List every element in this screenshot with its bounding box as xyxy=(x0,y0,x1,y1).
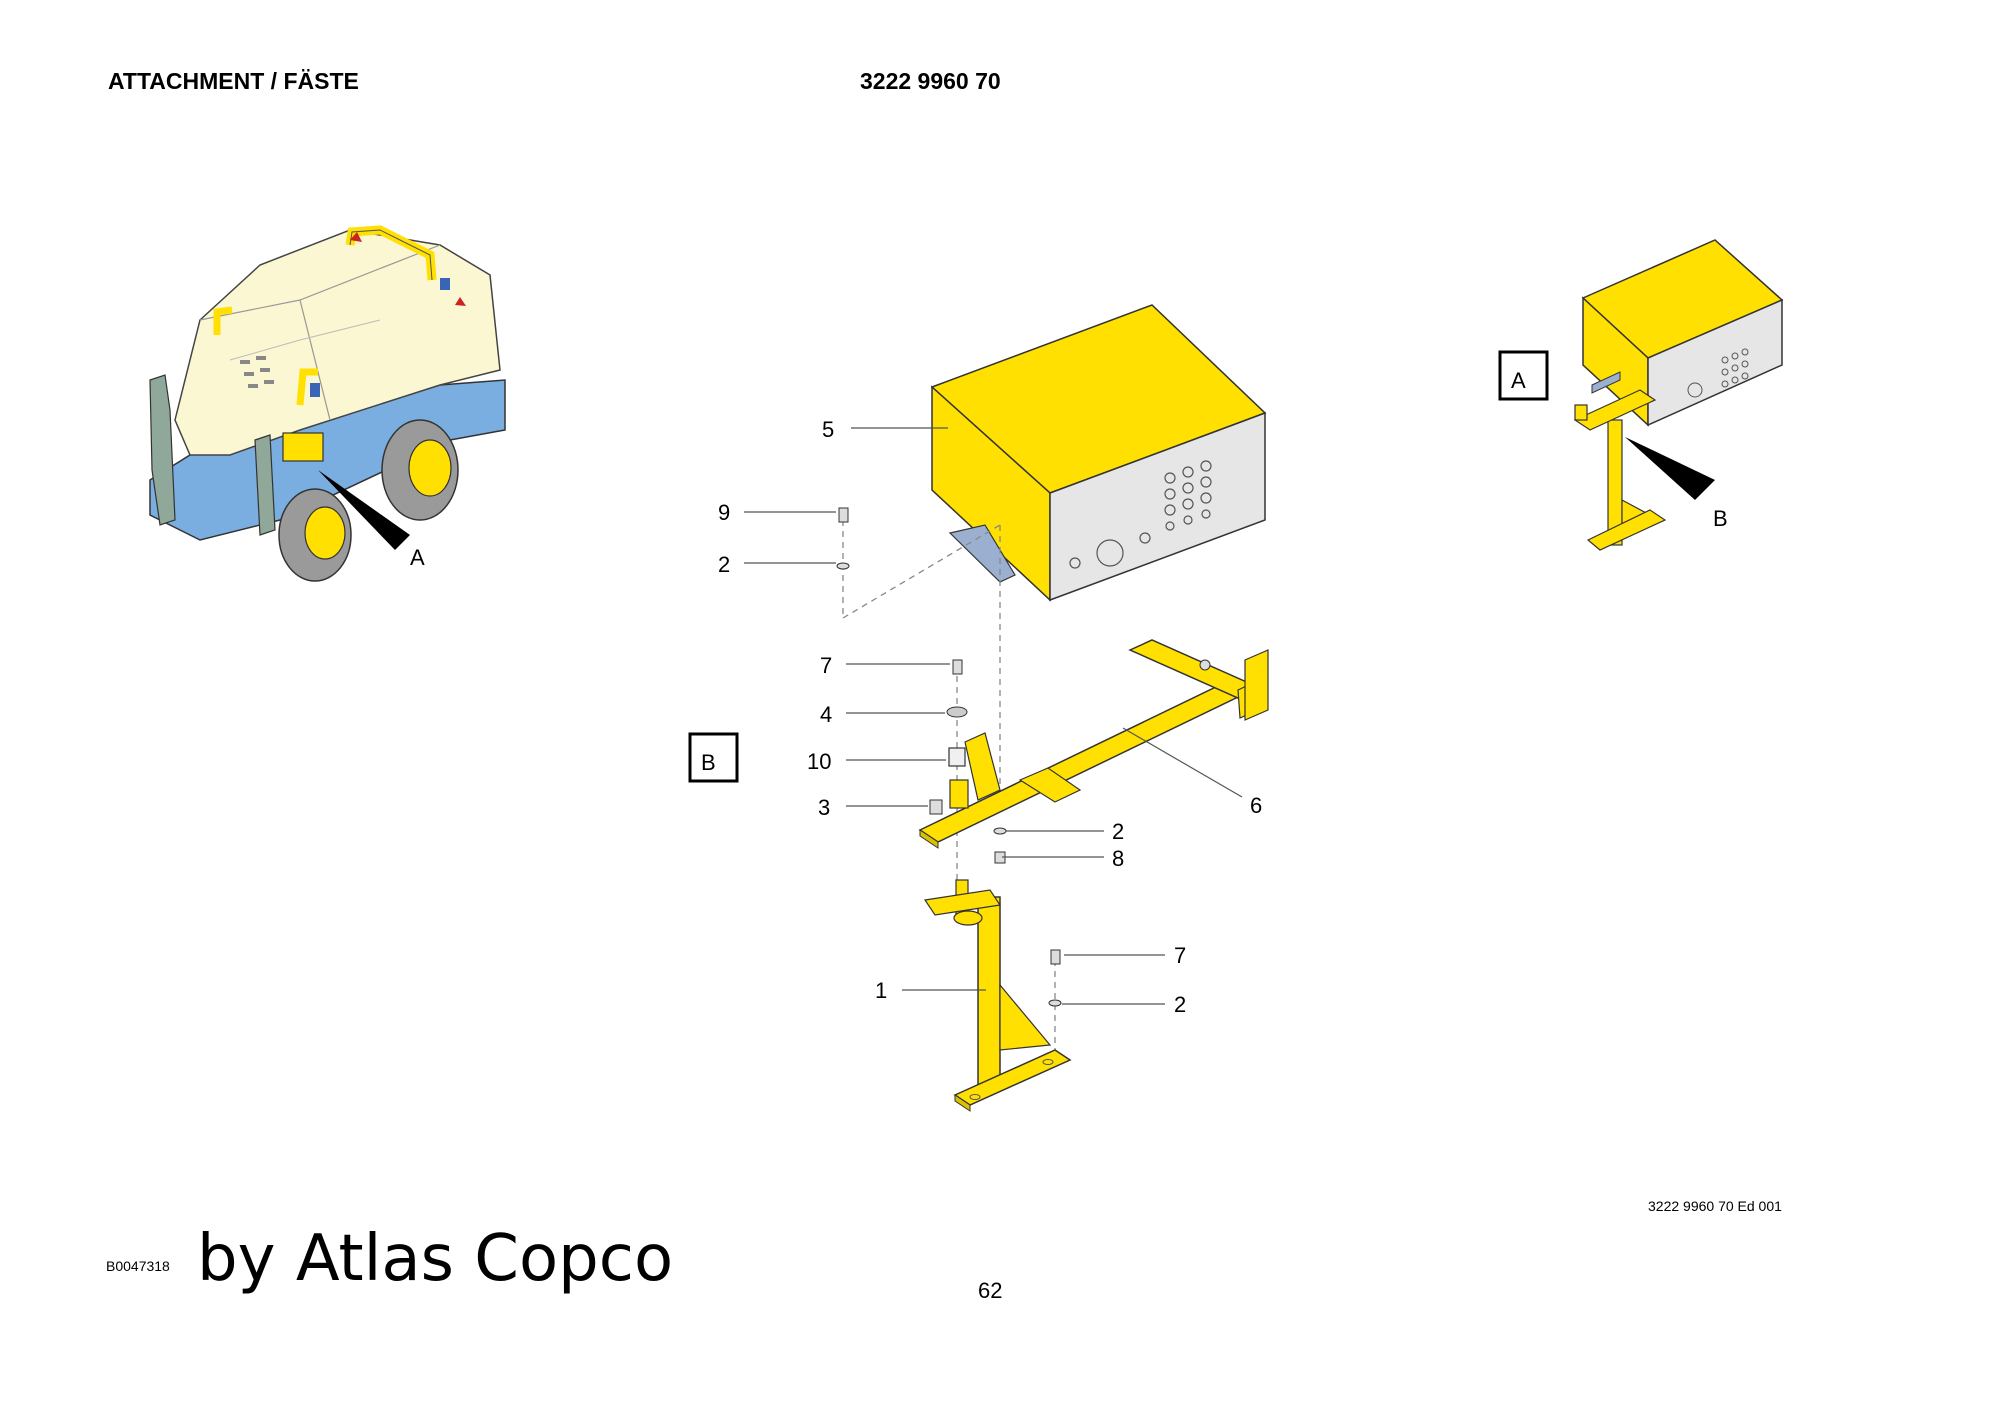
callout-2-bottom: 2 xyxy=(1174,992,1186,1017)
callout-7-top: 7 xyxy=(820,653,832,678)
detail-a-pointer-b: B xyxy=(1713,506,1728,531)
image-code: B0047318 xyxy=(106,1258,170,1274)
detail-b-frame xyxy=(688,732,739,783)
detail-a-illustration xyxy=(1573,239,1784,551)
overview-detail-label-a: A xyxy=(410,545,425,570)
callout-10: 10 xyxy=(807,749,831,774)
callout-1: 1 xyxy=(875,978,887,1003)
detail-a-label: A xyxy=(1511,368,1526,393)
callout-4: 4 xyxy=(820,702,832,727)
detail-b-label: B xyxy=(701,750,716,775)
callout-6: 6 xyxy=(1250,793,1262,818)
brand-text: by Atlas Copco xyxy=(197,1222,674,1296)
page-number: 62 xyxy=(978,1278,1003,1303)
callout-3: 3 xyxy=(818,795,830,820)
callout-9: 9 xyxy=(718,500,730,525)
hardware-parts xyxy=(836,507,1062,1007)
document-code: 3222 9960 70 Ed 001 xyxy=(1648,1198,1782,1214)
callout-8: 8 xyxy=(1112,846,1124,871)
part-number: 3222 9960 70 xyxy=(860,68,1001,94)
callout-2-middle: 2 xyxy=(1112,819,1124,844)
callout-2-top: 2 xyxy=(718,552,730,577)
machine-overview-illustration xyxy=(149,225,506,582)
callout-5: 5 xyxy=(822,417,834,442)
callout-7-bottom: 7 xyxy=(1174,943,1186,968)
part-1-stand xyxy=(923,879,1072,1112)
page-title: ATTACHMENT / FÄSTE xyxy=(108,68,359,94)
part-6-mounting-frame xyxy=(918,639,1269,849)
part-5-control-box xyxy=(930,304,1267,602)
detail-a-frame xyxy=(1498,350,1549,401)
